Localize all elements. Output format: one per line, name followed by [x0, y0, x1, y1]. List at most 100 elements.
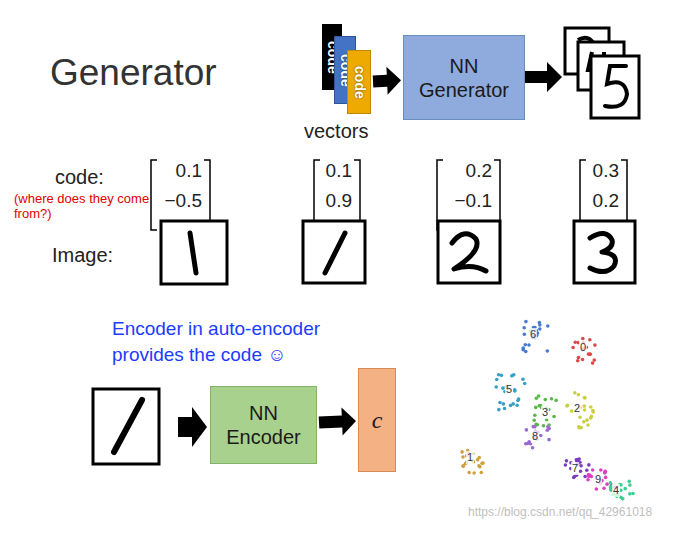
- scatter-dot: [571, 346, 575, 350]
- scatter-dot: [588, 352, 592, 356]
- scatter-dot: [542, 424, 546, 428]
- scatter-dot: [461, 464, 465, 468]
- scatter-dot: [546, 425, 550, 429]
- scatter-dot: [573, 340, 577, 344]
- scatter-dot: [531, 446, 535, 450]
- input-image: [93, 389, 159, 464]
- scatter-dot: [524, 343, 528, 347]
- image-stack: [565, 28, 639, 118]
- scatter-plot: [460, 320, 634, 501]
- scatter-dot: [591, 361, 595, 365]
- node-text: NN Encoder: [215, 401, 312, 449]
- text-label: 0.2: [438, 160, 492, 182]
- scatter-dot: [603, 471, 607, 475]
- block-arrow: [524, 62, 562, 92]
- scatter-dot: [573, 391, 577, 395]
- text-label: code:: [55, 166, 135, 189]
- scatter-dot: [522, 326, 526, 330]
- scatter-dot: [533, 425, 537, 429]
- text-label: −0.1: [438, 190, 492, 212]
- scatter-dot: [477, 464, 481, 468]
- scatter-dot: [554, 399, 558, 403]
- scatter-dot: [623, 487, 627, 491]
- scatter-dot: [579, 464, 583, 468]
- scatter-dot: [565, 459, 569, 463]
- scatter-dot: [595, 487, 599, 491]
- scatter-dot: [472, 471, 476, 475]
- scatter-dot: [543, 398, 547, 402]
- scatter-dot: [583, 475, 587, 479]
- scatter-dot: [521, 377, 525, 381]
- scatter-dot: [593, 343, 597, 347]
- scatter-dot: [503, 407, 507, 411]
- scatter-dot: [498, 401, 502, 405]
- scatter-dot: [495, 378, 499, 382]
- scatter-dot: [577, 356, 581, 360]
- scatter-dot: [564, 463, 568, 467]
- scatter-dot: [523, 332, 527, 336]
- process-box: NN Generator: [403, 35, 525, 120]
- scatter-dot: [479, 471, 483, 475]
- scatter-dot: [546, 324, 550, 328]
- scatter-dot: [576, 359, 580, 363]
- cluster-label: 0: [579, 341, 587, 354]
- scatter-dot: [605, 482, 609, 486]
- scatter-dot: [460, 450, 464, 454]
- scatter-dot: [565, 404, 569, 408]
- scatter-dot: [534, 406, 538, 410]
- scatter-dot: [586, 423, 590, 427]
- scatter-dot: [583, 396, 587, 400]
- scatter-dot: [578, 416, 582, 420]
- scatter-dot: [532, 418, 536, 422]
- scatter-dot: [502, 402, 506, 406]
- text-label: 0.1: [310, 160, 352, 182]
- scatter-dot: [525, 428, 529, 432]
- scatter-dot: [592, 358, 596, 362]
- text-label: 0.9: [310, 190, 352, 212]
- scatter-dot: [533, 413, 537, 417]
- scatter-dot: [478, 465, 482, 469]
- title: Generator: [50, 52, 217, 95]
- cluster-label: 8: [531, 430, 539, 443]
- scatter-dot: [583, 396, 587, 400]
- node-text: code: [351, 66, 368, 99]
- node-text: NN Generator: [408, 54, 520, 102]
- scatter-dot: [510, 374, 514, 378]
- code-card: code: [347, 50, 371, 114]
- scatter-dot: [583, 408, 587, 412]
- scatter-dot: [581, 358, 585, 362]
- text-label: Encoder in auto-encoder provides the cod…: [112, 316, 367, 367]
- scatter-dot: [497, 408, 501, 412]
- scatter-dot: [591, 468, 595, 472]
- text-label: 0.3: [580, 160, 619, 182]
- block-arrow: [319, 408, 356, 436]
- watermark: https://blog.csdn.net/qq_42961018: [468, 506, 688, 520]
- scatter-dot: [539, 434, 543, 438]
- digit-images: [161, 221, 635, 284]
- scatter-dot: [602, 486, 606, 490]
- block-arrow: [373, 67, 401, 95]
- scatter-dot: [628, 483, 632, 487]
- scatter-dot: [577, 426, 581, 430]
- scatter-dot: [577, 425, 581, 429]
- digit-strokes: [190, 233, 616, 273]
- scatter-dot: [585, 418, 589, 422]
- process-box: c: [358, 368, 396, 472]
- node-text: c: [372, 406, 383, 435]
- scatter-dot: [582, 420, 586, 424]
- cluster-label: 5: [505, 383, 513, 396]
- scatter-dot: [591, 409, 595, 413]
- text-label: −0.5: [150, 190, 202, 212]
- cluster-label: 3: [541, 406, 549, 419]
- scatter-dot: [572, 476, 576, 480]
- scatter-dot: [524, 320, 528, 324]
- scatter-dot: [538, 323, 542, 327]
- scatter-dot: [494, 385, 498, 389]
- scatter-dot: [589, 405, 593, 409]
- cluster-label: 9: [594, 473, 602, 486]
- scatter-dot: [588, 338, 592, 342]
- cluster-label: 6: [529, 328, 537, 341]
- text-label: 0.2: [580, 190, 619, 212]
- cluster-label: 2: [573, 402, 581, 415]
- cluster-label: 1: [466, 451, 474, 464]
